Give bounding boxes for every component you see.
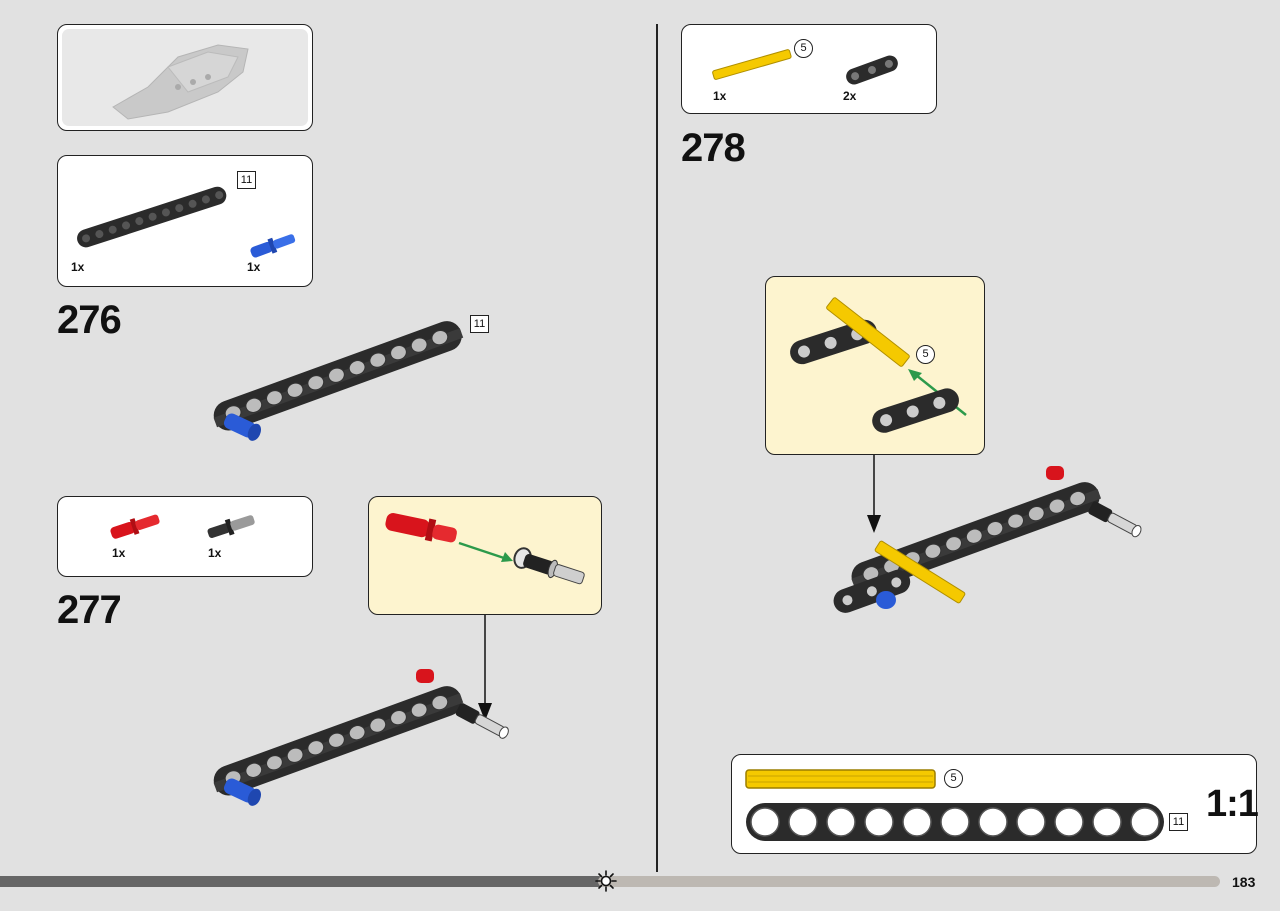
yellow-axle-through (874, 540, 966, 604)
beam-quantity: 1x (71, 260, 85, 274)
step-276-parts-list: 11 1x 1x (57, 155, 313, 287)
scale-yellow-axle (745, 769, 936, 789)
callout-loose-link (872, 388, 959, 433)
link-quantity: 2x (843, 89, 857, 103)
scale-guide-panel: 5 11 1:1 (731, 754, 1259, 854)
blue-pin-bottom (223, 778, 262, 806)
model-beam-length-indicator: 11 (470, 315, 489, 333)
beam-11-part (77, 186, 227, 248)
callout-grey-pin-assembly (513, 547, 585, 585)
blue-pin-quantity: 1x (247, 260, 261, 274)
step-278-parts-list: 5 1x 2x (681, 24, 937, 114)
callout-pointer-arrow (478, 615, 492, 721)
previous-assembly-card (57, 24, 313, 131)
step-276-number: 276 (57, 298, 122, 342)
scale-ratio-label: 1:1 (1206, 783, 1259, 825)
callout-axle-length-indicator: 5 (916, 345, 935, 364)
link-bottom (833, 569, 911, 613)
callout-278-pointer-arrow (867, 455, 881, 533)
grey-pin-right (455, 703, 509, 739)
grey-pin-part (207, 515, 255, 539)
step-278-number: 278 (681, 126, 746, 170)
step-278-model (833, 466, 1142, 613)
red-pin-top (416, 669, 434, 683)
axle-length-indicator: 5 (794, 39, 813, 58)
grey-pin-quantity: 1x (208, 546, 222, 560)
previous-assembly-image (112, 44, 249, 120)
callout-green-arrow (458, 541, 513, 562)
sun-gear-icon (595, 870, 617, 892)
step-277-number: 277 (57, 588, 122, 632)
step-276-model (213, 321, 464, 441)
scale-beam (746, 803, 1164, 841)
red-pin-part (110, 514, 160, 539)
progress-bar-remaining (598, 876, 1220, 887)
beam-length-indicator: 11 (237, 171, 256, 189)
axle-quantity: 1x (713, 89, 727, 103)
page-number: 183 (1232, 874, 1256, 890)
step-277-model (213, 669, 509, 806)
black-link-part (846, 55, 898, 85)
blue-pin-part (250, 234, 296, 258)
step-277-parts-list: 1x 1x (57, 496, 313, 577)
step-278-callout: 5 (765, 276, 985, 455)
progress-bar-completed (0, 876, 604, 887)
scale-beam-length-indicator: 11 (1169, 813, 1188, 831)
page-divider (656, 24, 658, 872)
yellow-axle-part (712, 49, 792, 80)
step-277-callout (368, 496, 602, 615)
blue-pin-inserted (223, 413, 262, 441)
red-pin-quantity: 1x (112, 546, 126, 560)
scale-axle-length-indicator: 5 (944, 769, 963, 788)
callout-link-with-axle (790, 297, 910, 367)
callout-red-pin (385, 513, 457, 543)
